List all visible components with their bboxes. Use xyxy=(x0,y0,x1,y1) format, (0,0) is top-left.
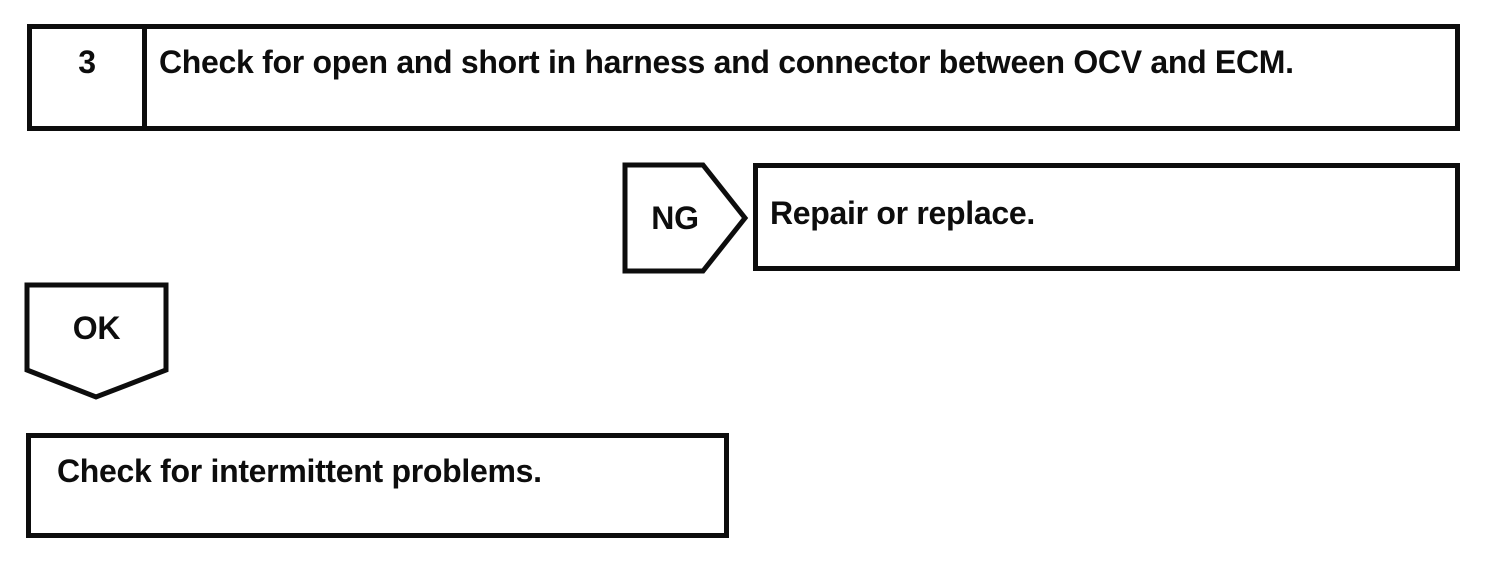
ng-action-text: Repair or replace. xyxy=(770,195,1035,231)
ok-action-box: Check for intermittent problems. xyxy=(26,433,729,538)
ok-connector-shape xyxy=(24,282,169,400)
step-number-cell: 3 xyxy=(32,29,147,126)
ng-action-box: Repair or replace. xyxy=(753,163,1460,271)
ng-connector-shape xyxy=(622,162,749,274)
ng-pentagon-icon xyxy=(622,162,749,274)
ng-connector: NG xyxy=(625,165,725,271)
step-instruction: Check for open and short in harness and … xyxy=(159,44,1294,80)
ng-connector-label: NG xyxy=(651,200,699,236)
ok-connector-label: OK xyxy=(72,309,121,346)
ok-pentagon-icon xyxy=(24,282,169,400)
step-number: 3 xyxy=(78,44,96,80)
step-box: 3 Check for open and short in harness an… xyxy=(27,24,1460,131)
ok-action-text: Check for intermittent problems. xyxy=(57,453,542,489)
ok-connector: OK xyxy=(27,285,166,370)
